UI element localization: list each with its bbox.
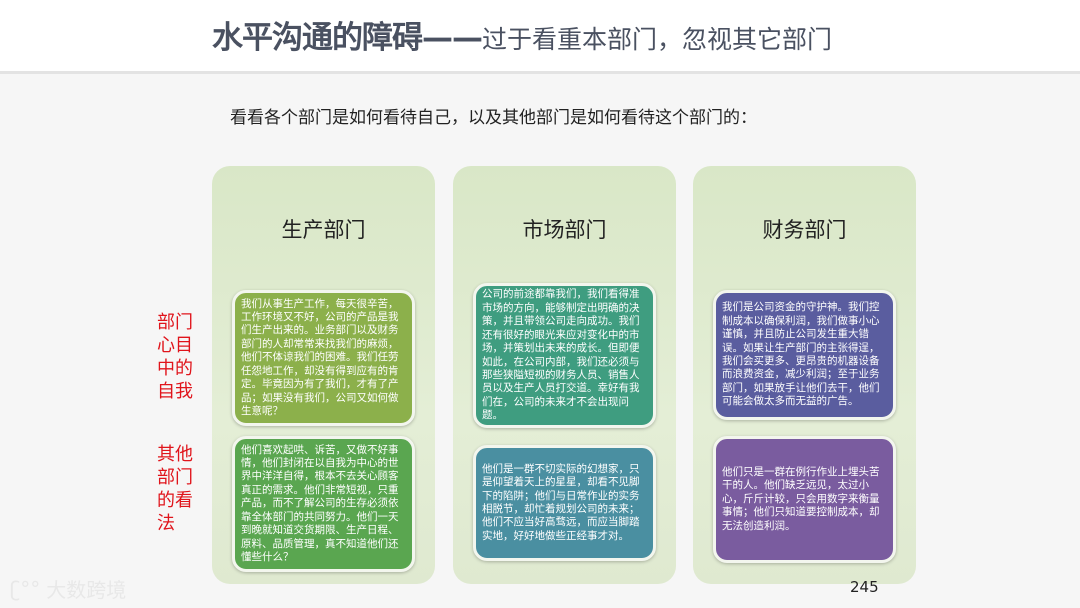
self-view-label: 部门心目中的自我 bbox=[157, 312, 193, 402]
others-view-text: 他们喜欢起哄、诉苦，又做不好事情，他们封闭在以自我为中心的世界中洋洋自得，根本不… bbox=[241, 443, 399, 563]
watermark-text: 大数跨境 bbox=[46, 578, 127, 602]
self-view-text: 我们从事生产工作，每天很辛苦，工作环境又不好，公司的产品是我们生产出来的。业务部… bbox=[241, 297, 399, 417]
page-title: 水平沟通的障碍——过于看重本部门，忽视其它部门 bbox=[212, 12, 832, 57]
others-view-box: 他们喜欢起哄、诉苦，又做不好事情，他们封闭在以自我为中心的世界中洋洋自得，根本不… bbox=[232, 436, 415, 572]
self-view-box: 公司的前途都靠我们，我们看得准市场的方向，能够制定出明确的决策，并且带领公司走向… bbox=[473, 283, 656, 428]
self-view-box: 我们是公司资金的守护神。我们控制成本以确保利润，我们做事小心谨慎，并且防止公司发… bbox=[713, 290, 896, 420]
title-sub: 过于看重本部门，忽视其它部门 bbox=[482, 25, 833, 54]
column-heading: 生产部门 bbox=[281, 218, 366, 242]
logo-icon: ʗ°° bbox=[10, 576, 41, 601]
column-heading: 市场部门 bbox=[522, 218, 607, 242]
header: 水平沟通的障碍——过于看重本部门，忽视其它部门 bbox=[0, 0, 1080, 74]
column-heading: 财务部门 bbox=[762, 218, 847, 242]
others-view-label: 其他部门的看法 bbox=[157, 444, 193, 534]
others-view-text: 他们只是一群在例行作业上埋头苦干的人。他们缺乏远见，太过小心，斤斤计较，只会用数… bbox=[722, 465, 880, 532]
title-main: 水平沟通的障碍—— bbox=[212, 20, 483, 56]
column-finance: 财务部门 我们是公司资金的守护神。我们控制成本以确保利润，我们做事小心谨慎，并且… bbox=[693, 166, 916, 584]
page-number: 245 bbox=[850, 578, 879, 596]
others-view-box: 他们只是一群在例行作业上埋头苦干的人。他们缺乏远见，太过小心，斤斤计较，只会用数… bbox=[713, 436, 896, 563]
self-view-text: 我们是公司资金的守护神。我们控制成本以确保利润，我们做事小心谨慎，并且防止公司发… bbox=[722, 301, 880, 408]
column-production: 生产部门 我们从事生产工作，每天很辛苦，工作环境又不好，公司的产品是我们生产出来… bbox=[212, 166, 435, 584]
watermark-logo: ʗ°°大数跨境 bbox=[10, 574, 126, 603]
others-view-text: 他们是一群不切实际的幻想家，只是仰望着天上的星星，却看不见脚下的陷阱；他们与日常… bbox=[482, 462, 640, 542]
column-marketing: 市场部门 公司的前途都靠我们，我们看得准市场的方向，能够制定出明确的决策，并且带… bbox=[453, 166, 676, 584]
self-view-box: 我们从事生产工作，每天很辛苦，工作环境又不好，公司的产品是我们生产出来的。业务部… bbox=[232, 290, 415, 426]
subtitle: 看看各个部门是如何看待自己，以及其他部门是如何看待这个部门的： bbox=[230, 108, 757, 128]
others-view-box: 他们是一群不切实际的幻想家，只是仰望着天上的星星，却看不见脚下的陷阱；他们与日常… bbox=[473, 445, 656, 561]
self-view-text: 公司的前途都靠我们，我们看得准市场的方向，能够制定出明确的决策，并且带领公司走向… bbox=[482, 288, 640, 422]
